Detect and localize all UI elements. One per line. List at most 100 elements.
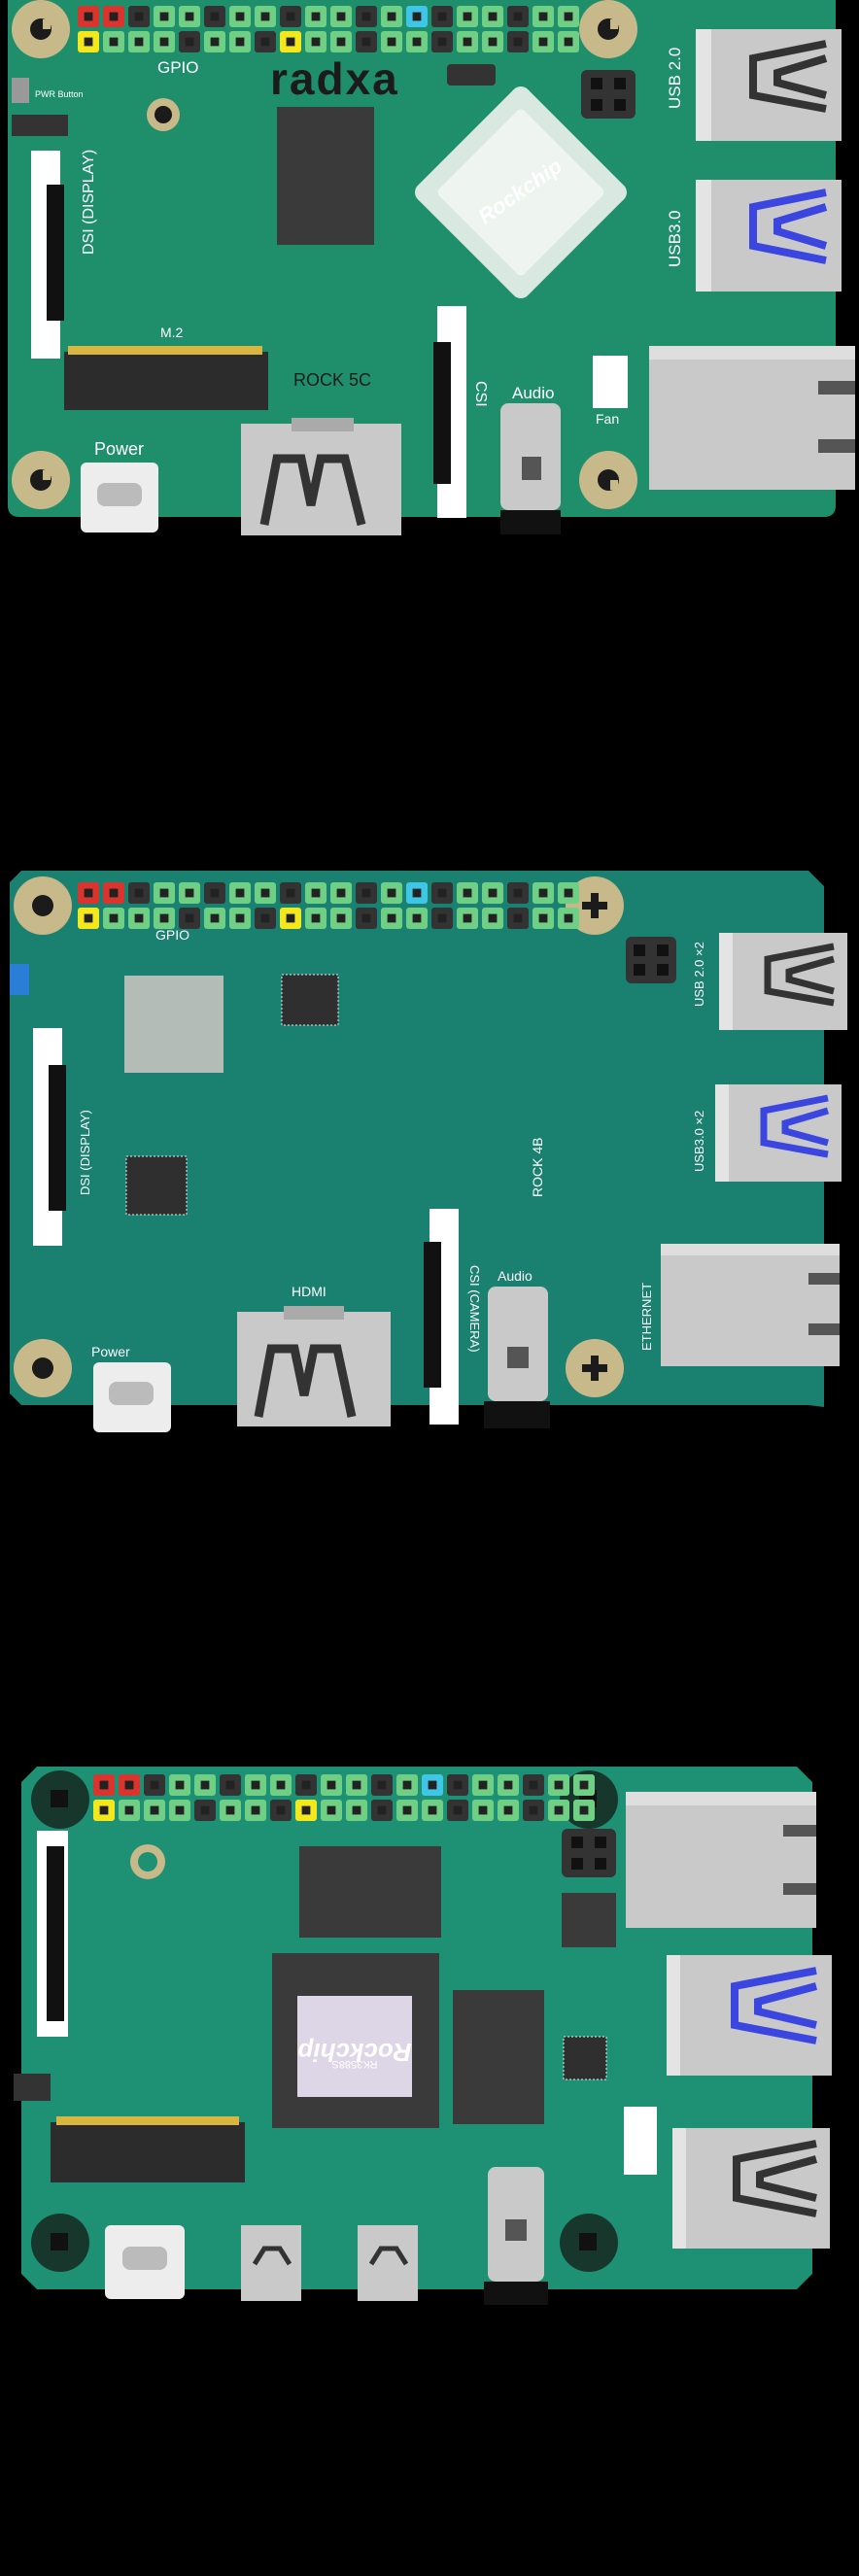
gpio-pin-hole	[513, 888, 523, 898]
gpio-pin-hole	[235, 913, 245, 923]
gpio-pin-hole	[579, 1805, 589, 1815]
gpio-pin-hole	[402, 1805, 412, 1815]
dsi-slot	[47, 1846, 64, 2021]
m2-label: M.2	[160, 325, 184, 340]
gpio-pin-hole	[311, 913, 321, 923]
gpio-header	[78, 6, 579, 52]
gpio-pin-hole	[159, 37, 169, 47]
gpio-pin-hole	[301, 1780, 311, 1790]
pwr-header	[12, 115, 68, 136]
csi-slot	[433, 342, 451, 484]
gpio-pin-hole	[513, 37, 523, 47]
gpio-pin-hole	[185, 913, 194, 923]
gpio-pin-hole	[412, 37, 422, 47]
usb-a-port-icon	[672, 2128, 830, 2249]
gpio-pin-hole	[84, 12, 93, 21]
gpio-pin-hole	[387, 888, 396, 898]
audio-label: Audio	[498, 1268, 533, 1284]
gpio-pin-hole	[159, 888, 169, 898]
pwr-button[interactable]	[12, 78, 29, 103]
chip-side	[453, 1990, 544, 2124]
audio-jack-icon	[484, 2167, 548, 2305]
gpio-pin-hole	[453, 1780, 463, 1790]
gpio-pin-hole	[276, 1780, 286, 1790]
gpio-pin-hole	[377, 1780, 387, 1790]
gpio-pin-hole	[311, 12, 321, 21]
gpio-pin-hole	[579, 1780, 589, 1790]
gpio-pin-hole	[463, 37, 472, 47]
gpio-pin-hole	[361, 888, 371, 898]
gpio-pin-hole	[428, 1780, 437, 1790]
gpio-pin-hole	[260, 913, 270, 923]
gpio-pin-hole	[134, 12, 144, 21]
gpio-pin-hole	[538, 913, 548, 923]
gpio-pin-hole	[286, 913, 295, 923]
gpio-pin-hole	[286, 37, 295, 47]
usb-a-port-icon	[719, 933, 847, 1030]
gpio-pin-hole	[428, 1805, 437, 1815]
gpio-pin-hole	[336, 913, 346, 923]
gpio-pin-hole	[463, 888, 472, 898]
gpio-pin-hole	[225, 1805, 235, 1815]
gpio-pin-hole	[488, 888, 498, 898]
gpio-pin-hole	[402, 1780, 412, 1790]
gpio-pin-hole	[311, 888, 321, 898]
usb-c-port-icon	[81, 463, 158, 532]
gpio-pin-hole	[225, 1780, 235, 1790]
gpio-pin-hole	[336, 37, 346, 47]
soc-chip	[297, 1996, 412, 2097]
gpio-header	[93, 1774, 595, 1821]
micro-hdmi-port-icon	[241, 2225, 301, 2301]
gpio-pin-hole	[564, 913, 573, 923]
gpio-pin-hole	[175, 1780, 185, 1790]
mounting-hole-icon	[12, 0, 70, 58]
gpio-pin-hole	[99, 1805, 109, 1815]
fan-label: Fan	[596, 411, 619, 427]
mounting-hole-icon	[566, 876, 624, 935]
gpio-pin-hole	[286, 12, 295, 21]
gpio-pin-hole	[437, 913, 447, 923]
gpio-pin-hole	[276, 1805, 286, 1815]
usb-a-port-icon	[696, 29, 842, 141]
gpio-pin-hole	[251, 1780, 260, 1790]
power-label: Power	[94, 439, 144, 459]
mounting-hole-icon	[31, 2214, 89, 2272]
gpio-pin-hole	[260, 888, 270, 898]
gpio-pin-hole	[326, 1780, 336, 1790]
gpio-pin-hole	[488, 12, 498, 21]
usb-a-port-icon	[715, 1084, 842, 1182]
gpio-pin-hole	[286, 888, 295, 898]
hdmi-port-icon	[237, 1306, 391, 1426]
usb-a-port-icon	[696, 180, 842, 292]
dsi-slot	[47, 185, 64, 321]
soc-chip	[415, 86, 627, 298]
gpio-pin-hole	[538, 37, 548, 47]
gpio-pin-hole	[260, 12, 270, 21]
usb-c-port-icon	[93, 1362, 171, 1432]
gpio-pin-hole	[554, 1805, 564, 1815]
brand-logo: radxa	[270, 53, 399, 104]
gpio-pin-hole	[124, 1780, 134, 1790]
gpio-pin-hole	[361, 12, 371, 21]
gpio-hole-icon	[147, 98, 180, 131]
chip-small	[563, 2036, 607, 2080]
pwr-button[interactable]	[14, 2074, 51, 2101]
gpio-hole-icon	[130, 1844, 165, 1879]
soc-model: RK3588S	[331, 2058, 377, 2070]
blue-led	[10, 964, 29, 995]
gpio-pin-hole	[478, 1780, 488, 1790]
gpio-pin-hole	[564, 12, 573, 21]
gpio-pin-hole	[387, 913, 396, 923]
gpio-pin-hole	[210, 37, 220, 47]
gpio-pin-hole	[463, 913, 472, 923]
gpio-pin-hole	[251, 1805, 260, 1815]
gpio-pin-hole	[260, 37, 270, 47]
audio-jack-icon	[484, 1287, 550, 1428]
gpio-pin-hole	[84, 888, 93, 898]
gpio-pin-hole	[150, 1805, 159, 1815]
gpio-pin-hole	[412, 913, 422, 923]
chip-small	[281, 974, 339, 1026]
csi-label: CSI (CAMERA)	[467, 1265, 482, 1353]
gpio-pin-hole	[150, 1780, 159, 1790]
gpio-pin-hole	[412, 12, 422, 21]
